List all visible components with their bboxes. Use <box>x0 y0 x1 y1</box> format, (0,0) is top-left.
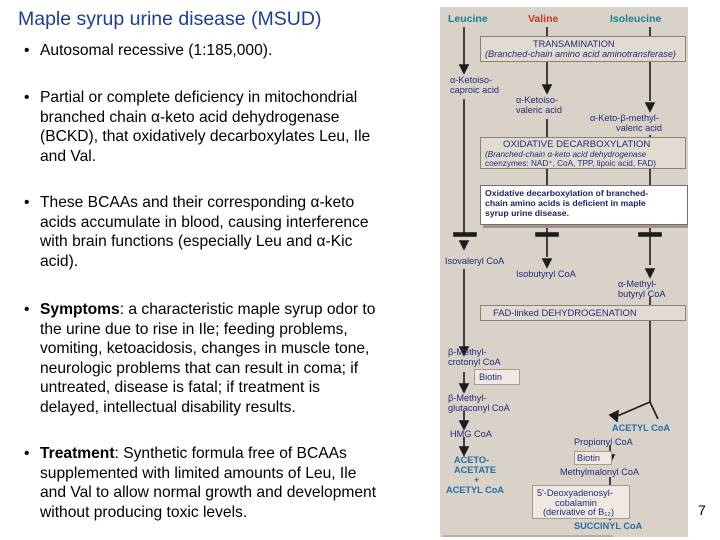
transamination-band: TRANSAMINATION (Branched-chain amino aci… <box>480 36 686 62</box>
methylmalonyl-coa-label: Methylmalonyl CoA <box>560 467 640 477</box>
isoleucine-biotin-label: Biotin <box>577 453 600 463</box>
methylbutyryl-coa-label-2: butyryl CoA <box>618 289 666 299</box>
bullet-line: and Val to allow normal growth and devel… <box>40 484 377 501</box>
transamination-enzyme: (Branched-chain amino acid aminotransfer… <box>485 49 676 59</box>
transamination-title: TRANSAMINATION <box>533 39 615 49</box>
bullet-line: acid). <box>40 252 79 270</box>
treatment-lead: Treatment <box>40 445 115 462</box>
pathway-arrows <box>453 27 662 521</box>
bullet-line: untreated, disease is fatal; if treatmen… <box>40 379 320 396</box>
keto-acid-kiv-1: α-Ketoiso- <box>516 95 559 105</box>
bullet-glyph: • <box>24 301 30 318</box>
bullet-glyph: • <box>24 445 30 462</box>
methylcrotonyl-coa-label-2: crotonyl CoA <box>448 357 501 367</box>
methylglutaconyl-coa-label-1: β-Methyl- <box>448 393 487 403</box>
succinyl-coa-label: SUCCINYL CoA <box>574 521 643 531</box>
isoleucine-label: Isoleucine <box>610 13 662 25</box>
keto-acid-kmv-2: valeric acid <box>616 123 662 133</box>
methylbutyryl-coa-label-1: α-Methyl- <box>618 279 657 289</box>
bullet-line: the urine due to rise in Ile; feeding pr… <box>40 320 348 338</box>
bullet-line: and Val. <box>40 147 97 165</box>
fad-dehydrogenation-band: FAD-linked DEHYDROGENATION <box>480 305 686 321</box>
leucine-label: Leucine <box>448 13 488 25</box>
valine-label: Valine <box>528 13 559 25</box>
leucine-biotin-box: Biotin <box>474 369 520 385</box>
bcaa-pathway-figure: Leucine Valine Isoleucine TRANSAMINATION… <box>440 7 688 537</box>
b12-label-2: cobalamin <box>555 498 597 508</box>
keto-acid-kic-2: caproic acid <box>450 85 500 95</box>
bullet-line: with brain functions (especially Leu and… <box>40 233 353 250</box>
plus-sign: + <box>474 475 480 485</box>
isoleucine-acetyl-coa-label: ACETYL CoA <box>612 423 671 433</box>
callout-line: Oxidative decarboxylation of branched- <box>485 188 649 198</box>
bullet-line: branched chain α-keto acid dehydrogenase <box>40 108 340 126</box>
figure-credit-line <box>443 535 613 537</box>
callout-line: chain amino acids is deficient in maple <box>485 198 646 208</box>
bullet-line: These BCAAs and their corresponding α-ke… <box>40 194 355 211</box>
propionyl-coa-label: Propionyl CoA <box>574 437 633 447</box>
bullet-line: (BCKD), that oxidatively decarboxylates … <box>40 128 371 145</box>
bullet-line: vomiting, ketoacidosis, changes in muscl… <box>40 340 370 357</box>
bullet-line: neurologic problems that can result in c… <box>40 359 359 377</box>
bullet-line: supplemented with limited amounts of Leu… <box>40 464 357 482</box>
b12-label-1: 5'-Deoxyadenosyl- <box>537 488 613 498</box>
methylglutaconyl-coa-label-2: glutaconyl CoA <box>448 403 510 413</box>
bullet-line: : Synthetic formula free of BCAAs <box>114 445 347 462</box>
bullet-line: Partial or complete deficiency in mitoch… <box>40 89 358 106</box>
bullet-line: Autosomal recessive (1:185,000). <box>40 42 273 59</box>
keto-acid-kic-1: α-Ketoiso- <box>450 75 493 85</box>
slide-title: Maple syrup urine disease (MSUD) <box>18 8 322 30</box>
isovaleryl-coa-label: Isovaleryl CoA <box>445 256 505 266</box>
keto-acid-kiv-2: valeric acid <box>516 105 562 115</box>
decarboxylation-coenzymes: coenzymes: NAD⁺, CoA, TPP, lipoic acid, … <box>485 159 657 168</box>
symptoms-lead: Symptoms <box>40 301 120 318</box>
callout-line: syrup urine disease. <box>485 208 570 218</box>
bullet-line: without producing toxic levels. <box>40 503 248 521</box>
leucine-acetyl-coa-label: ACETYL CoA <box>446 485 505 495</box>
bullet-line: delayed, intellectual disability results… <box>40 398 296 416</box>
bullet-glyph: • <box>24 42 30 59</box>
bullet-glyph: • <box>24 194 30 211</box>
fad-dehydrogenation-title: FAD-linked DEHYDROGENATION <box>493 307 637 318</box>
decarboxylation-enzyme: (Branched-chain α-keto acid dehydrogenas… <box>485 150 647 159</box>
isoleucine-biotin-box: Biotin <box>574 451 612 465</box>
decarboxylation-title: OXIDATIVE DECARBOXYLATION <box>503 139 651 150</box>
isobutyryl-coa-label: Isobutyryl CoA <box>516 269 576 279</box>
leucine-biotin-label: Biotin <box>479 372 502 382</box>
b12-cofactor-box: 5'-Deoxyadenosyl- cobalamin (derivative … <box>532 485 630 519</box>
b12-label-3: (derivative of B₁₂) <box>543 507 615 517</box>
bullet-glyph: • <box>24 89 30 106</box>
page-number: 7 <box>698 502 706 518</box>
acetoacetate-label-1: ACETO- <box>454 455 490 465</box>
methylcrotonyl-coa-label-1: β-Methyl- <box>448 347 487 357</box>
keto-acid-kmv-1: α-Keto-β-methyl- <box>590 113 659 123</box>
hmg-coa-label: HMG CoA <box>450 429 492 439</box>
acetoacetate-label-2: ACETATE <box>454 465 497 475</box>
bullet-line: acids accumulate in blood, causing inter… <box>40 213 369 231</box>
bullet-line: : a characteristic maple syrup odor to <box>119 301 376 318</box>
msud-deficiency-callout: Oxidative decarboxylation of branched- c… <box>480 185 688 225</box>
decarboxylation-band: OXIDATIVE DECARBOXYLATION (Branched-chai… <box>480 137 686 169</box>
